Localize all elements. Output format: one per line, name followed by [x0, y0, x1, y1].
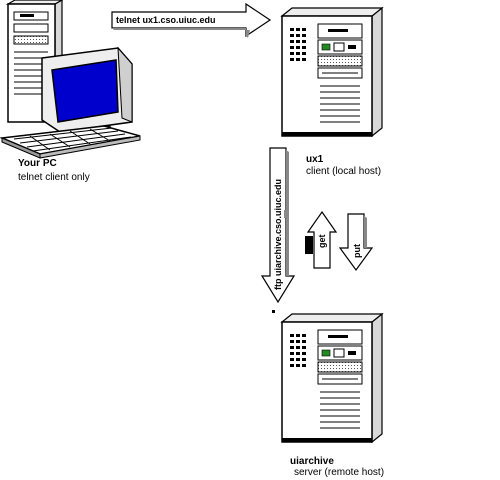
ftp-label: ftp uiarchive.cso.uiuc.edu: [273, 179, 283, 290]
monitor-screen: [51, 59, 119, 123]
ux1-name: ux1: [306, 154, 324, 165]
ux1-server: [281, 7, 383, 137]
get-label: get: [317, 234, 327, 248]
pc-monitor: [41, 46, 133, 141]
put-label: put: [352, 244, 362, 258]
uiarchive-server: [281, 313, 383, 443]
ux1-role: client (local host): [306, 166, 382, 177]
pc-computer: [0, 0, 141, 159]
telnet-label: telnet ux1.cso.uiuc.edu: [116, 15, 216, 25]
ftp-arrow: ftp uiarchive.cso.uiuc.edu: [260, 147, 296, 313]
pc-keyboard: [0, 125, 141, 159]
telnet-arrow: telnet ux1.cso.uiuc.edu: [111, 2, 272, 38]
pc-name: Your PC: [18, 158, 57, 169]
uiarchive-name: uiarchive: [290, 456, 334, 467]
uiarchive-role: server (remote host): [294, 467, 385, 478]
pc-role: telnet client only: [18, 172, 90, 183]
put-arrow: put: [338, 213, 374, 272]
get-arrow: get: [305, 210, 338, 269]
